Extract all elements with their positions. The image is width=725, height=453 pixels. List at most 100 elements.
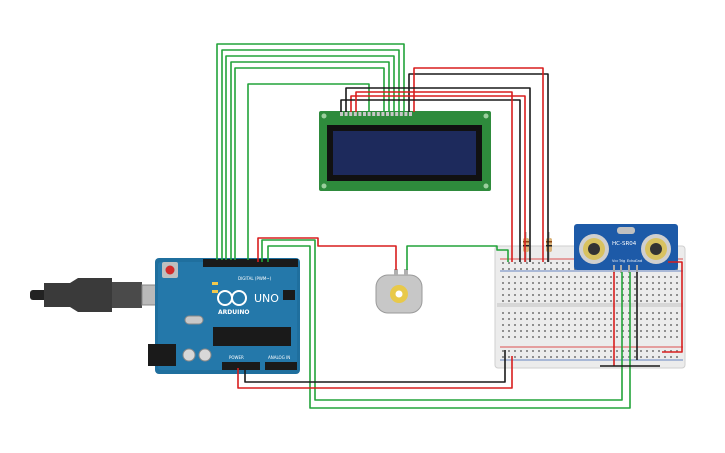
breadboard-hole	[664, 294, 666, 296]
breadboard-hole	[592, 294, 594, 296]
breadboard-hole	[640, 318, 642, 320]
breadboard-hole	[634, 350, 636, 352]
breadboard-hole	[574, 276, 576, 278]
breadboard-hole	[622, 282, 624, 284]
arduino-logo	[217, 290, 247, 306]
breadboard-hole	[508, 356, 510, 358]
breadboard-hole	[634, 324, 636, 326]
breadboard-hole	[532, 276, 534, 278]
breadboard-hole	[640, 282, 642, 284]
breadboard-hole	[538, 300, 540, 302]
breadboard-hole	[550, 356, 552, 358]
breadboard-hole	[550, 336, 552, 338]
breadboard-hole	[502, 294, 504, 296]
breadboard-hole	[520, 324, 522, 326]
breadboard-hole	[538, 262, 540, 264]
breadboard-hole	[652, 350, 654, 352]
breadboard-hole	[556, 336, 558, 338]
breadboard-hole	[502, 318, 504, 320]
breadboard-hole	[586, 282, 588, 284]
breadboard-hole	[676, 356, 678, 358]
breadboard-hole	[568, 276, 570, 278]
breadboard-hole	[580, 300, 582, 302]
breadboard-hole	[508, 312, 510, 314]
breadboard-hole	[580, 276, 582, 278]
breadboard-hole	[568, 268, 570, 270]
power-label: POWER	[229, 355, 244, 360]
breadboard-hole	[616, 336, 618, 338]
breadboard-hole	[538, 356, 540, 358]
breadboard-hole	[658, 288, 660, 290]
breadboard-hole	[520, 268, 522, 270]
breadboard-hole	[520, 262, 522, 264]
breadboard-hole	[568, 356, 570, 358]
breadboard-hole	[502, 268, 504, 270]
breadboard-hole	[538, 350, 540, 352]
breadboard-hole	[652, 356, 654, 358]
breadboard-hole	[508, 318, 510, 320]
lcd-pin	[363, 112, 366, 116]
breadboard-hole	[664, 276, 666, 278]
breadboard-hole	[508, 268, 510, 270]
breadboard-hole	[652, 300, 654, 302]
breadboard-hole	[580, 288, 582, 290]
breadboard-hole	[664, 350, 666, 352]
breadboard-hole	[502, 288, 504, 290]
breadboard-hole	[646, 324, 648, 326]
breadboard-hole	[598, 324, 600, 326]
breadboard-hole	[538, 312, 540, 314]
analog-label: ANALOG IN	[268, 355, 290, 360]
breadboard-hole	[586, 294, 588, 296]
breadboard-hole	[676, 318, 678, 320]
breadboard-hole	[502, 350, 504, 352]
breadboard-hole	[652, 336, 654, 338]
breadboard-hole	[652, 294, 654, 296]
arduino-logo-text: ARDUINO	[218, 309, 249, 316]
breadboard-hole	[538, 268, 540, 270]
breadboard-hole	[640, 294, 642, 296]
breadboard-hole	[544, 312, 546, 314]
breadboard-hole	[514, 318, 516, 320]
breadboard-hole	[640, 350, 642, 352]
breadboard-hole	[514, 356, 516, 358]
breadboard-hole	[544, 282, 546, 284]
breadboard-hole	[574, 294, 576, 296]
breadboard-hole	[616, 282, 618, 284]
breadboard-hole	[514, 336, 516, 338]
breadboard-hole	[670, 350, 672, 352]
breadboard-hole	[550, 330, 552, 332]
breadboard-hole	[538, 282, 540, 284]
breadboard-hole	[556, 330, 558, 332]
breadboard-hole	[550, 300, 552, 302]
breadboard-hole	[532, 356, 534, 358]
breadboard-hole	[670, 318, 672, 320]
breadboard-hole	[604, 288, 606, 290]
breadboard-hole	[646, 294, 648, 296]
breadboard-hole	[544, 324, 546, 326]
breadboard-hole	[544, 268, 546, 270]
breadboard-hole	[562, 336, 564, 338]
breadboard-hole	[520, 294, 522, 296]
wire	[350, 95, 526, 262]
breadboard-hole	[502, 276, 504, 278]
breadboard-hole	[580, 336, 582, 338]
breadboard-hole	[586, 312, 588, 314]
breadboard-hole	[580, 350, 582, 352]
breadboard-hole	[526, 356, 528, 358]
breadboard-hole	[622, 350, 624, 352]
breadboard-hole	[514, 350, 516, 352]
breadboard-hole	[532, 336, 534, 338]
breadboard-hole	[532, 300, 534, 302]
digital-header	[203, 259, 298, 267]
breadboard-hole	[556, 350, 558, 352]
breadboard-hole	[610, 276, 612, 278]
breadboard-hole	[574, 282, 576, 284]
arduino-uno-board: ARDUINO UNO DIGITAL (PWM~) POWER ANALOG …	[148, 258, 300, 374]
breadboard-hole	[676, 300, 678, 302]
microcontroller-chip	[213, 327, 291, 346]
breadboard-hole	[616, 276, 618, 278]
breadboard-hole	[664, 282, 666, 284]
breadboard-hole	[526, 330, 528, 332]
breadboard-hole	[502, 262, 504, 264]
breadboard-hole	[586, 318, 588, 320]
